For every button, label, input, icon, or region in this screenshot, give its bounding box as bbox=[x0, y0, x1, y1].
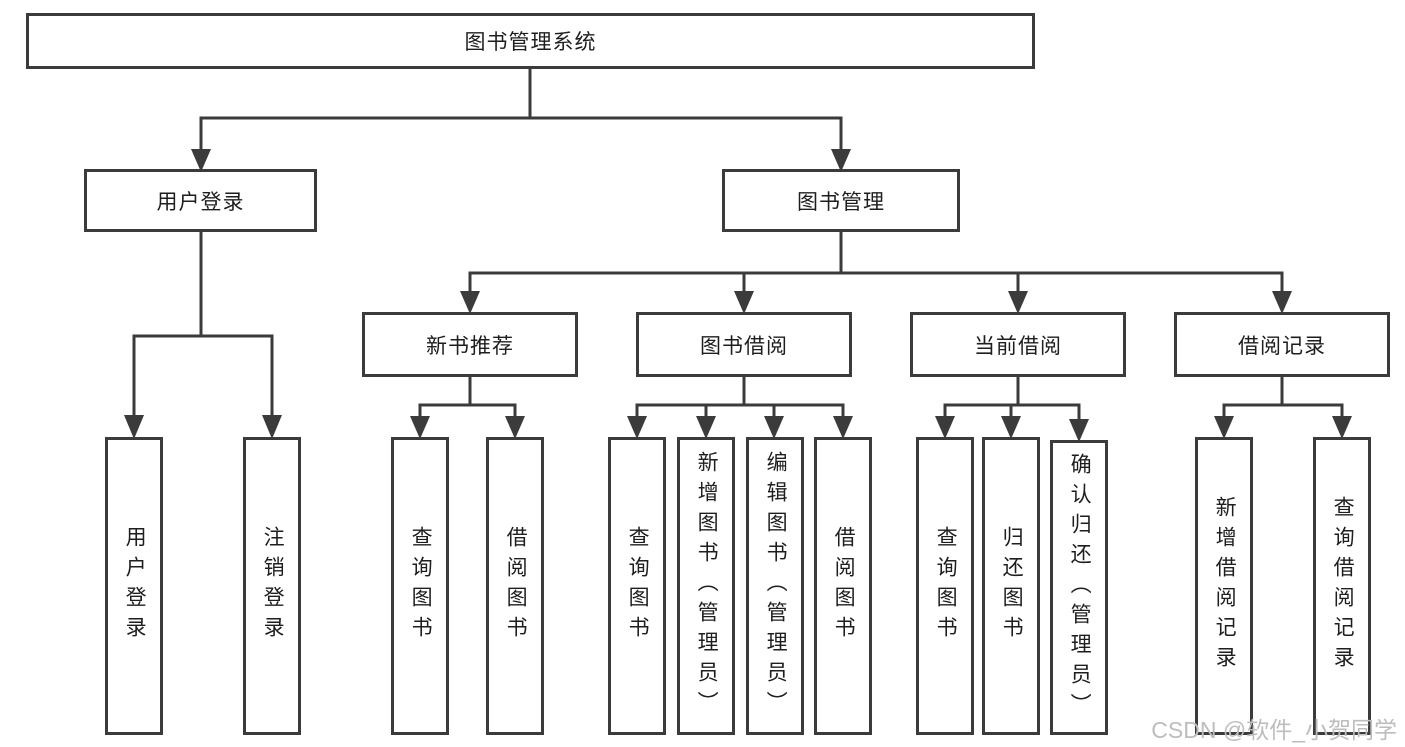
node-user-login-branch: 用户登录 bbox=[84, 169, 317, 232]
node-book-management-branch: 图书管理 bbox=[722, 169, 960, 232]
arrowheads bbox=[124, 149, 1352, 442]
connector-newbook-to-leaves bbox=[418, 377, 517, 417]
leaf-add-borrowing-record: 新增借阅记录 bbox=[1195, 437, 1253, 735]
node-borrowing-records: 借阅记录 bbox=[1174, 312, 1390, 377]
connector-login-to-leaves bbox=[132, 232, 274, 416]
node-label: 借阅记录 bbox=[1238, 334, 1326, 358]
leaf-add-books-admin: 新增图书（管理员） bbox=[677, 437, 735, 735]
leaf-query-books-newbook: 查询图书 bbox=[391, 437, 449, 735]
node-new-book-recommendation: 新书推荐 bbox=[362, 312, 578, 377]
leaf-label: 用户登录 bbox=[123, 526, 147, 646]
connector-bookmgr-to-level3 bbox=[468, 232, 1284, 292]
leaf-label: 编辑图书（管理员） bbox=[764, 451, 788, 721]
leaf-label: 新增图书（管理员） bbox=[695, 451, 719, 721]
connector-current-to-leaves bbox=[943, 377, 1081, 420]
leaf-query-books-current: 查询图书 bbox=[916, 437, 974, 735]
leaf-label: 注销登录 bbox=[261, 526, 285, 646]
node-label: 新书推荐 bbox=[426, 334, 514, 358]
node-book-borrowing: 图书借阅 bbox=[636, 312, 852, 377]
leaf-confirm-return-admin: 确认归还（管理员） bbox=[1050, 440, 1108, 735]
leaf-label: 借阅图书 bbox=[832, 526, 856, 646]
node-label: 当前借阅 bbox=[974, 334, 1062, 358]
leaf-label: 查询图书 bbox=[409, 526, 433, 646]
leaf-label: 查询图书 bbox=[626, 526, 650, 646]
leaf-label: 归还图书 bbox=[1000, 526, 1024, 646]
leaf-label: 查询图书 bbox=[934, 526, 958, 646]
leaf-logout: 注销登录 bbox=[243, 437, 301, 735]
node-label: 图书管理系统 bbox=[464, 31, 597, 54]
connector-borrow-to-leaves bbox=[635, 377, 845, 417]
connector-records-to-leaves bbox=[1222, 377, 1344, 417]
leaf-label: 借阅图书 bbox=[504, 526, 528, 646]
node-library-management-system: 图书管理系统 bbox=[26, 13, 1035, 69]
leaf-label: 确认归还（管理员） bbox=[1068, 452, 1092, 723]
leaf-borrow-books-newbook: 借阅图书 bbox=[486, 437, 544, 735]
leaf-label: 新增借阅记录 bbox=[1213, 496, 1237, 676]
csdn-watermark: CSDN @软件_小贺同学 bbox=[1151, 717, 1397, 743]
leaf-borrow-books-borrowing: 借阅图书 bbox=[814, 437, 872, 735]
leaf-query-borrowing-record: 查询借阅记录 bbox=[1313, 437, 1371, 735]
connector-root-to-level2 bbox=[199, 69, 843, 150]
leaf-edit-books-admin: 编辑图书（管理员） bbox=[746, 437, 804, 735]
node-label: 用户登录 bbox=[156, 190, 245, 214]
leaf-query-books-borrowing: 查询图书 bbox=[608, 437, 666, 735]
node-current-borrowing: 当前借阅 bbox=[910, 312, 1126, 377]
leaf-return-books: 归还图书 bbox=[982, 437, 1040, 735]
leaf-user-login: 用户登录 bbox=[105, 437, 163, 735]
leaf-label: 查询借阅记录 bbox=[1331, 496, 1355, 676]
node-label: 图书借阅 bbox=[700, 334, 788, 358]
node-label: 图书管理 bbox=[797, 190, 885, 214]
